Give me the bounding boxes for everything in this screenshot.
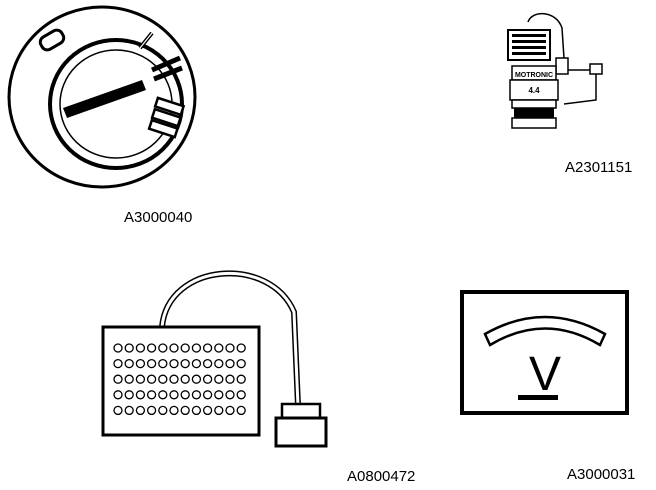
breakout-socket <box>180 343 190 353</box>
breakout-socket <box>214 358 224 369</box>
ignition-switch-inner-ring <box>48 38 184 170</box>
breakout-socket <box>191 405 202 416</box>
breakout-socket <box>146 343 157 353</box>
ignition-position-3-mark <box>147 96 186 139</box>
voltmeter-symbol: V <box>529 348 561 401</box>
breakout-socket <box>146 358 157 369</box>
ignition-key-blade <box>63 80 146 118</box>
breakout-socket <box>180 405 190 416</box>
breakout-socket <box>169 374 179 384</box>
voltmeter-scale-arc <box>483 315 607 347</box>
breakout-socket <box>202 343 213 353</box>
breakout-socket <box>191 390 202 400</box>
breakout-socket <box>113 390 123 400</box>
breakout-socket <box>158 343 168 353</box>
breakout-socket <box>191 358 202 369</box>
breakout-socket <box>191 343 202 353</box>
breakout-socket <box>135 358 146 369</box>
breakout-socket <box>124 390 134 400</box>
motronic-tester-illustration: MOTRONIC 4.4 <box>507 13 603 129</box>
motronic-ecu: MOTRONIC 4.4 <box>509 65 559 129</box>
breakout-socket <box>135 343 146 353</box>
breakout-socket <box>124 358 134 369</box>
breakout-socket <box>158 374 168 384</box>
breakout-socket <box>135 405 146 416</box>
ignition-switch-illustration <box>7 5 197 189</box>
breakout-socket <box>214 343 224 353</box>
breakout-socket <box>236 405 246 416</box>
breakout-socket <box>124 405 134 416</box>
breakout-socket <box>169 358 179 369</box>
breakout-socket <box>146 390 157 400</box>
tester-keypad <box>507 29 551 61</box>
breakout-socket <box>225 390 235 400</box>
breakout-socket <box>180 374 190 384</box>
breakout-socket <box>214 390 224 400</box>
breakout-box-illustration <box>101 270 328 448</box>
breakout-socket <box>146 405 157 416</box>
tester-branch-plug <box>589 63 603 75</box>
breakout-socket <box>180 390 190 400</box>
breakout-socket <box>225 343 235 353</box>
breakout-socket <box>113 405 123 416</box>
breakout-socket <box>113 343 123 353</box>
breakout-socket <box>202 358 213 369</box>
tester-connector <box>555 57 569 75</box>
ecu-label-version: 4.4 <box>528 86 540 95</box>
breakout-socket <box>236 374 246 384</box>
breakout-socket <box>202 374 213 384</box>
caption-voltmeter: A3000031 <box>567 466 636 483</box>
ignition-position-2-mark <box>151 55 183 82</box>
breakout-socket <box>202 390 213 400</box>
breakout-socket <box>124 374 134 384</box>
breakout-box-sockets <box>113 343 246 416</box>
breakout-socket <box>158 390 168 400</box>
breakout-socket <box>236 390 246 400</box>
breakout-box-connector <box>274 402 328 448</box>
breakout-socket <box>135 390 146 400</box>
breakout-socket <box>180 358 190 369</box>
ignition-position-0-mark <box>38 28 66 52</box>
breakout-socket <box>135 374 146 384</box>
ecu-label-brand: MOTRONIC <box>515 72 553 79</box>
breakout-socket <box>191 374 202 384</box>
breakout-socket <box>225 374 235 384</box>
breakout-socket <box>236 343 246 353</box>
breakout-socket <box>169 343 179 353</box>
breakout-socket <box>202 405 213 416</box>
voltmeter-illustration: V <box>460 290 629 415</box>
breakout-socket <box>113 374 123 384</box>
ignition-position-1-mark <box>138 31 154 50</box>
breakout-socket <box>169 390 179 400</box>
caption-motronic-tester: A2301151 <box>565 159 633 176</box>
breakout-socket <box>113 358 123 369</box>
voltmeter-frame <box>460 290 629 415</box>
breakout-socket <box>225 358 235 369</box>
breakout-socket <box>158 405 168 416</box>
caption-breakout-box: A0800472 <box>347 468 416 485</box>
breakout-socket <box>236 358 246 369</box>
breakout-socket <box>146 374 157 384</box>
breakout-socket <box>169 405 179 416</box>
caption-ignition-switch: A3000040 <box>124 209 193 226</box>
breakout-socket <box>225 405 235 416</box>
breakout-socket <box>158 358 168 369</box>
breakout-socket <box>214 374 224 384</box>
breakout-socket <box>214 405 224 416</box>
voltmeter-underline <box>518 395 558 400</box>
breakout-socket <box>124 343 134 353</box>
